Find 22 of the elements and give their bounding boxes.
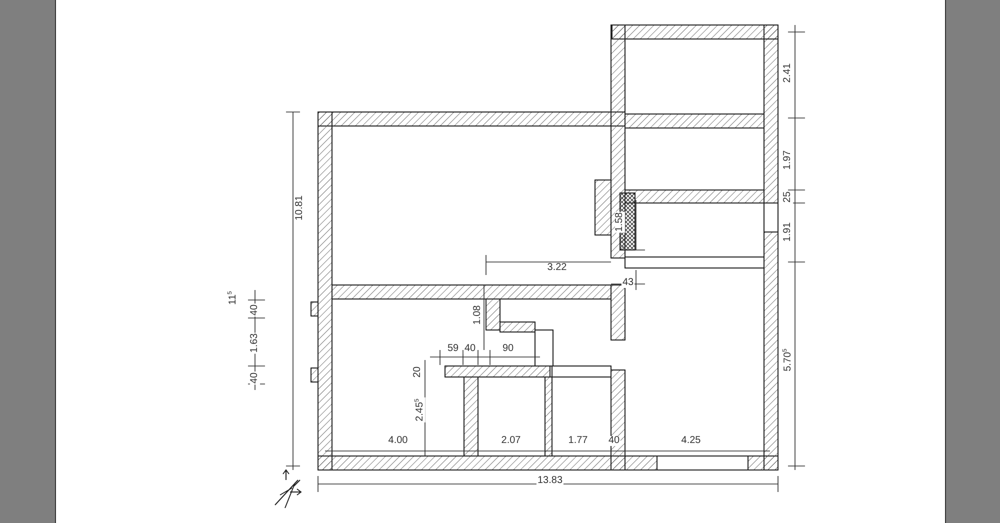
- dimension-label: 59: [446, 344, 460, 354]
- dimension-label: 20: [413, 365, 423, 379]
- dimension-label: 1.63: [250, 332, 260, 354]
- dimension-label: 2.41: [783, 62, 793, 84]
- dimension-label: 25: [783, 190, 793, 204]
- dimension-label: 1.91: [783, 221, 793, 243]
- dimension-label: 40: [607, 436, 621, 446]
- dimension-label: 13.83: [536, 476, 564, 486]
- dimension-label: 3.22: [546, 263, 568, 273]
- dimension-label: 1.08: [473, 304, 483, 326]
- dimension-label: 43: [621, 278, 635, 288]
- dimension-label: 40: [250, 303, 260, 317]
- dimension-label: 2.07: [500, 436, 522, 446]
- dimension-label: 4.00: [387, 436, 409, 446]
- dimension-label: 90: [501, 344, 515, 354]
- dimension-label: 4.25: [680, 436, 702, 446]
- dimension-label: 1.58: [615, 211, 625, 233]
- dimension-label: 1.97: [783, 149, 793, 171]
- dimension-label: 1.77: [567, 436, 589, 446]
- dimension-label: 40: [463, 344, 477, 354]
- dimension-label: 10.81: [295, 194, 305, 222]
- dimension-label: 40: [250, 371, 260, 385]
